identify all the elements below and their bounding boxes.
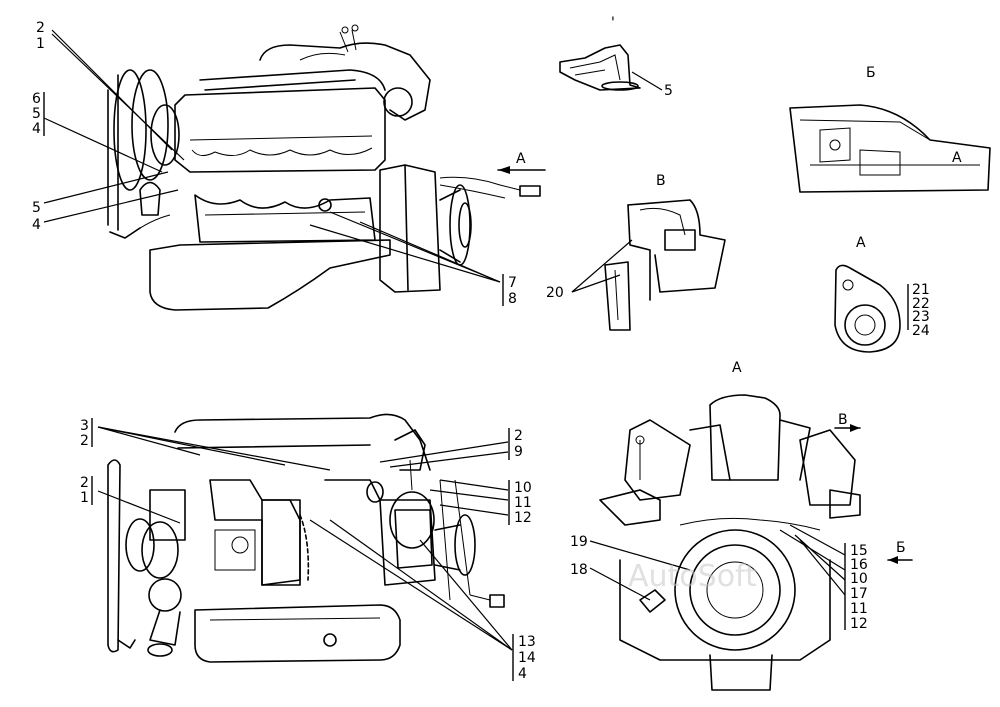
callout-14: 14: [518, 650, 536, 666]
view-a-title: А: [732, 360, 742, 376]
view-arrow-b: Б: [887, 540, 913, 564]
callout-22: 22: [912, 296, 930, 312]
callout-16: 16: [850, 557, 868, 573]
callout-9: 9: [514, 444, 523, 460]
detail-v: В 20: [546, 173, 726, 331]
callout-17: 17: [850, 586, 868, 602]
detail-b-top-right: Б А: [789, 65, 991, 193]
svg-text:А: А: [952, 150, 962, 166]
callout-12: 12: [850, 616, 868, 632]
callout-7: 7: [508, 275, 517, 291]
detail-b-title: Б: [866, 65, 876, 81]
detail-top-middle: 5 ': [559, 15, 673, 99]
callout-10: 10: [850, 571, 868, 587]
callout-12: 12: [514, 510, 532, 526]
callout-11: 11: [850, 601, 868, 617]
callout-2: 2: [80, 433, 89, 449]
callout-2: 2: [36, 20, 45, 36]
callout-1: 1: [80, 490, 89, 506]
callouts-front-view: 19 18 15 16 10 17 11 12: [570, 534, 868, 632]
engine-top-view: [97, 413, 513, 663]
callout-2c: 2: [514, 428, 523, 444]
callouts-top-view: 3 2 2 1 2 9 10 11 12 13 14 4: [80, 418, 536, 682]
callout-18: 18: [570, 562, 588, 578]
callout-13: 13: [518, 634, 536, 650]
arrow-a-label: А: [516, 151, 526, 167]
callouts-side-view: 2 1 6 5 4 5 4 7 8: [32, 20, 517, 307]
callout-19: 19: [570, 534, 588, 550]
arrow-b-label: Б: [896, 540, 906, 556]
engine-side-view: [43, 24, 541, 311]
callout-20: 20: [546, 285, 564, 301]
callout-3: 3: [80, 418, 89, 434]
arrow-v-label: В: [838, 412, 848, 428]
callout-21: 21: [912, 282, 930, 298]
callout-8: 8: [508, 291, 517, 307]
callout-10: 10: [514, 480, 532, 496]
callout-4b: 4: [32, 217, 41, 233]
callout-5-detail: 5: [664, 83, 673, 99]
callout-5: 5: [32, 106, 41, 122]
callout-2b: 2: [80, 475, 89, 491]
callout-23: 23: [912, 309, 930, 325]
callout-4: 4: [32, 121, 41, 137]
engine-front-view: А: [589, 360, 861, 691]
callout-24: 24: [912, 323, 930, 339]
callout-6: 6: [32, 91, 41, 107]
detail-a-small: А 21 22 23 24: [834, 235, 930, 353]
svg-text:': ': [611, 15, 615, 31]
detail-a-title: А: [856, 235, 866, 251]
callout-4: 4: [518, 666, 527, 682]
callout-1: 1: [36, 36, 45, 52]
callout-11: 11: [514, 495, 532, 511]
callout-5b: 5: [32, 200, 41, 216]
detail-v-title: В: [656, 173, 666, 189]
view-arrow-v: В: [834, 412, 861, 432]
watermark: AutoSoft: [628, 559, 757, 594]
callout-15: 15: [850, 543, 868, 559]
view-arrow-a-top: А: [497, 151, 546, 174]
